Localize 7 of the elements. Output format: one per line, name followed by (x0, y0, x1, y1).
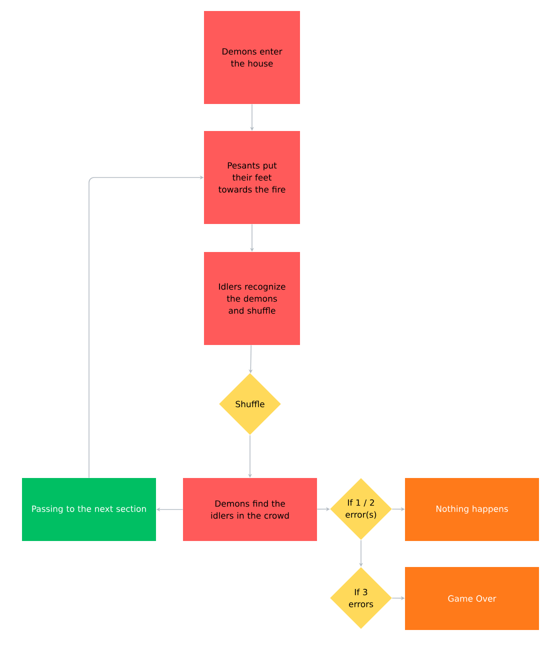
process-box: Demons enter the house (204, 11, 300, 104)
process-box: Pesants put their feet towards the fire (204, 131, 300, 224)
process-box: Game Over (405, 567, 539, 630)
process-box: Demons find the idlers in the crowd (183, 478, 317, 541)
process-box: Nothing happens (405, 478, 539, 541)
process-box: Passing to the next section (22, 478, 156, 541)
process-box: Idlers recognize the demons and shuffle (204, 252, 300, 345)
